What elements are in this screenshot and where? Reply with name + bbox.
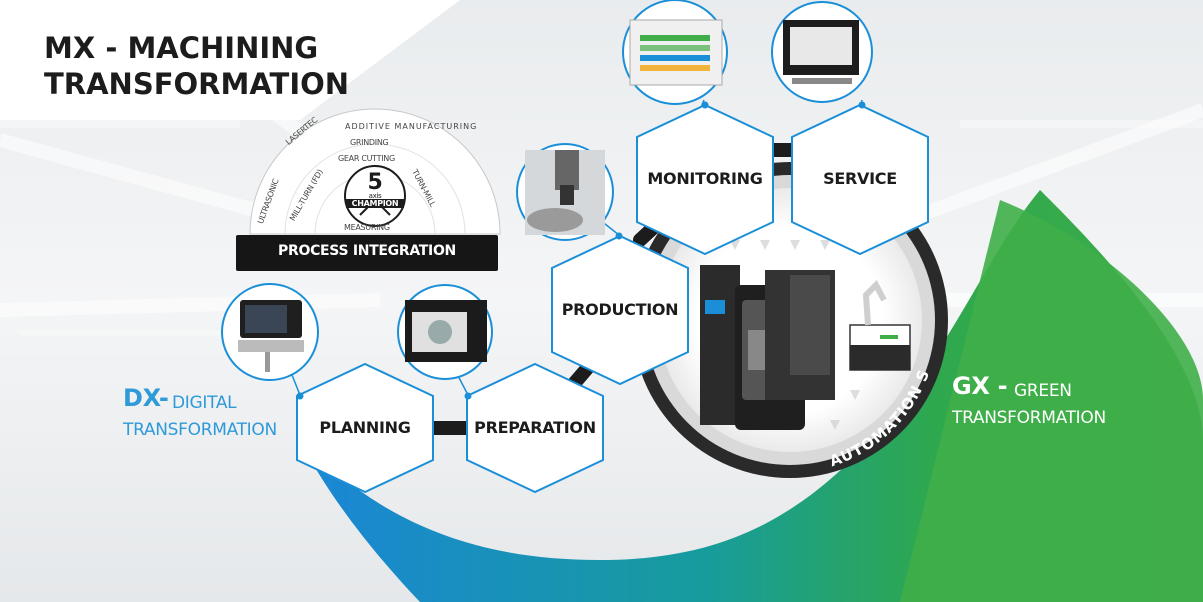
automation-robot-image	[849, 280, 911, 371]
gx-line1: GREEN	[1014, 381, 1072, 401]
dx-prefix: DX-	[123, 384, 169, 412]
machine-tool-image	[700, 265, 835, 430]
step-monitoring: MONITORING	[647, 169, 763, 188]
control-panel-image	[221, 283, 319, 381]
badge-number: 5	[367, 170, 383, 195]
step-service: SERVICE	[823, 169, 897, 188]
gx-prefix: GX -	[952, 372, 1008, 400]
dx-line1: DIGITAL	[172, 393, 237, 413]
hex-monitoring	[636, 103, 774, 256]
badge-label: CHAMPION	[346, 199, 404, 208]
monitoring-dashboard-image	[622, 0, 728, 105]
step-production: PRODUCTION	[561, 300, 679, 319]
dx-line2: TRANSFORMATION	[123, 420, 277, 440]
ring-item-grinding: GRINDING	[350, 138, 389, 147]
process-integration-ring	[236, 108, 501, 271]
ring-item-measuring: MEASURING	[344, 223, 390, 232]
milling-tool-image	[516, 143, 614, 241]
page-title-line2: TRANSFORMATION	[44, 67, 350, 101]
ring-item-gear-cutting: GEAR CUTTING	[338, 154, 395, 163]
hex-production	[551, 234, 689, 386]
cam-software-image	[397, 284, 493, 380]
champion-badge-icon	[344, 165, 406, 227]
ring-item-additive: ADDITIVE MANUFACTURING	[345, 122, 478, 131]
process-integration-label: PROCESS INTEGRATION	[278, 243, 456, 259]
step-planning: PLANNING	[319, 418, 411, 437]
hex-service	[791, 103, 929, 256]
page-title-line1: MX - MACHINING	[44, 31, 319, 65]
service-monitors-image	[771, 1, 873, 103]
step-preparation: PREPARATION	[474, 418, 596, 437]
badge-sub: axis	[368, 192, 382, 200]
gx-line2: TRANSFORMATION	[952, 408, 1106, 428]
